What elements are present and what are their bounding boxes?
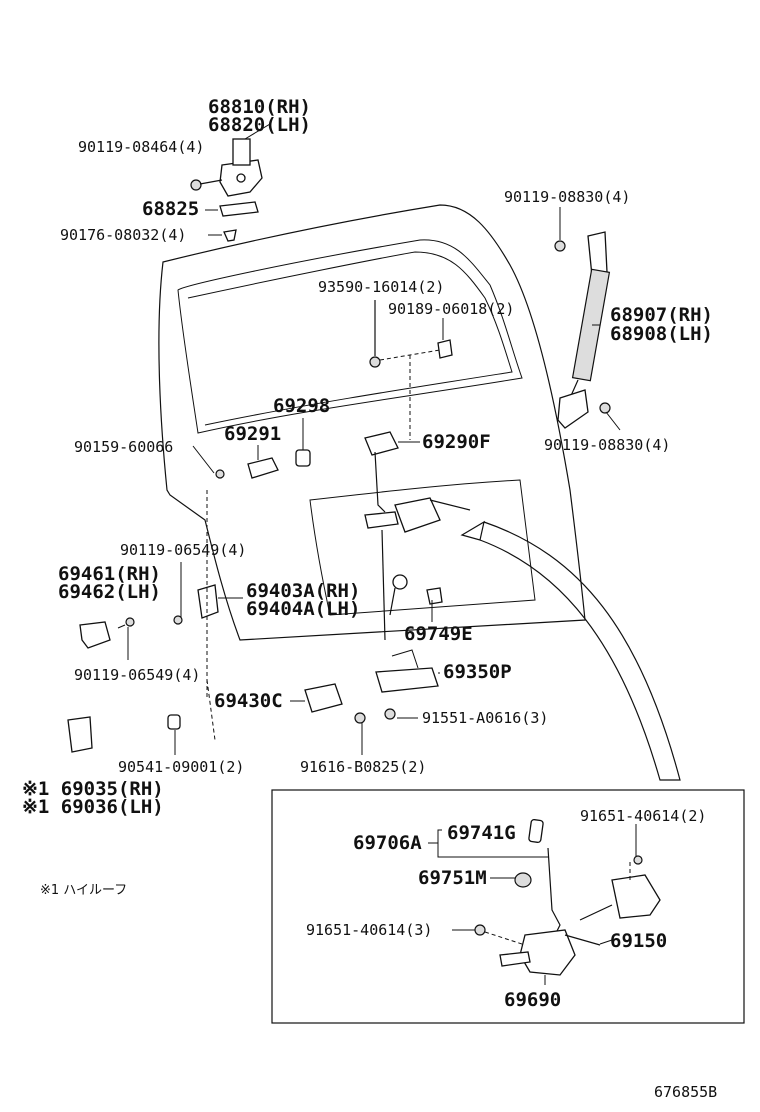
label-91551-A0616: 91551-A0616(3) — [422, 709, 548, 727]
label-93590-16014: 93590-16014(2) — [318, 278, 444, 296]
label-69749E: 69749E — [404, 623, 473, 645]
detail-inset — [271, 789, 745, 1024]
control-rod-69290F-part — [364, 431, 471, 641]
label-69298: 69298 — [273, 395, 330, 417]
label-69291: 69291 — [224, 423, 281, 445]
cushion-90541-part — [167, 714, 181, 730]
hinge-68810-part — [190, 138, 263, 197]
label-90119-08830-top: 90119-08830(4) — [504, 188, 630, 206]
stopper-69291-part — [215, 457, 279, 479]
label-68908: 68908(LH) — [610, 323, 713, 345]
back-door-outline — [158, 204, 586, 641]
damper-stay-68907-part — [554, 231, 611, 429]
label-90119-06549-top: 90119-06549(4) — [120, 541, 246, 559]
label-91616-B0825: 91616-B0825(2) — [300, 758, 426, 776]
label-68825: 68825 — [142, 198, 199, 220]
label-90119-08830-bot: 90119-08830(4) — [544, 436, 670, 454]
label-90541-09001: 90541-09001(2) — [118, 758, 244, 776]
dashed-guides — [206, 490, 216, 741]
label-69404A: 69404A(LH) — [246, 598, 360, 620]
label-68820: 68820(LH) — [208, 114, 311, 136]
nut-90176-part — [223, 229, 237, 242]
label-note-high-roof: ※1 ハイルーフ — [40, 883, 127, 898]
bracket-69461-part — [79, 617, 135, 649]
label-68810: 68810(RH) — [208, 96, 311, 118]
label-69741G: 69741G — [447, 822, 516, 844]
label-69461: 69461(RH) — [58, 563, 161, 585]
label-69462: 69462(LH) — [58, 581, 161, 603]
label-69035: ※1 69035(RH) — [22, 778, 164, 800]
label-69403A: 69403A(RH) — [246, 580, 360, 602]
label-69350P: 69350P — [443, 661, 512, 683]
label-69430C: 69430C — [214, 690, 283, 712]
label-91651-40614-top: 91651-40614(2) — [580, 807, 706, 825]
handle-69350P-part — [375, 649, 439, 693]
label-90119-06549-bot: 90119-06549(4) — [74, 666, 200, 684]
label-90159-60066: 90159-60066 — [74, 438, 173, 456]
striker-69035-part — [67, 716, 93, 753]
stopper-69298-part — [295, 449, 311, 467]
label-69706A: 69706A — [353, 832, 422, 854]
label-91651-40614-bot: 91651-40614(3) — [306, 921, 432, 939]
label-69690: 69690 — [504, 989, 561, 1011]
label-90119-08464: 90119-08464(4) — [78, 138, 204, 156]
hinge-gasket-68825-part — [219, 201, 259, 217]
label-90189-06018: 90189-06018(2) — [388, 300, 514, 318]
label-90176-08032: 90176-08032(4) — [60, 226, 186, 244]
label-69150: 69150 — [610, 930, 667, 952]
label-69290F: 69290F — [422, 431, 491, 453]
lock-69430C-part — [304, 683, 396, 724]
label-69036: ※1 69036(LH) — [22, 796, 164, 818]
label-69751M: 69751M — [418, 867, 487, 889]
bolt-93590-part — [369, 300, 453, 440]
leader-lines — [117, 123, 621, 755]
label-68907: 68907(RH) — [610, 304, 713, 326]
hinge-69403A-part — [173, 584, 219, 625]
label-diagram-id: 676855B — [654, 1083, 717, 1101]
detail-arrow — [460, 520, 681, 781]
clip-69749E-part — [426, 587, 443, 605]
callout-labels: 68810(RH) 68820(LH) 90119-08464(4) 68825… — [22, 96, 717, 1101]
